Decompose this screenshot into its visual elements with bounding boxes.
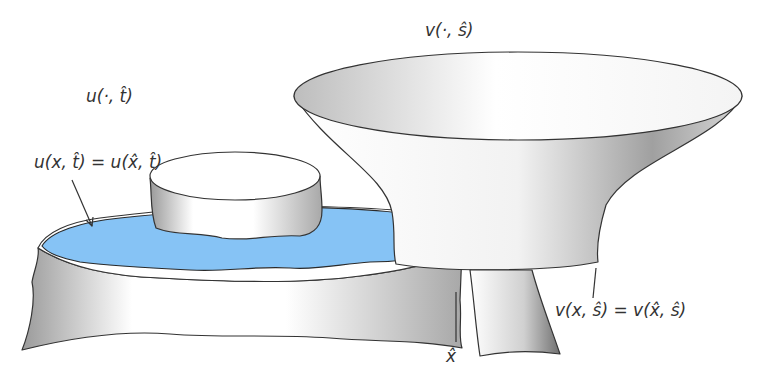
leader-line xyxy=(72,180,92,226)
bump-top xyxy=(150,152,320,200)
funnel-rim xyxy=(294,52,742,140)
leader-line xyxy=(593,268,596,298)
arrow-head xyxy=(86,217,93,226)
point-label: x̂ xyxy=(446,346,456,366)
level-set-label: u(x, t̂) = u(x̂, t̂) xyxy=(34,152,162,172)
leader-line xyxy=(455,292,456,342)
function-label: v(·, ŝ) xyxy=(425,20,473,40)
level-set-label: v(x, ŝ) = v(x̂, ŝ) xyxy=(555,300,686,320)
function-label: u(·, t̂) xyxy=(86,86,133,106)
funnel-tube xyxy=(470,270,560,356)
